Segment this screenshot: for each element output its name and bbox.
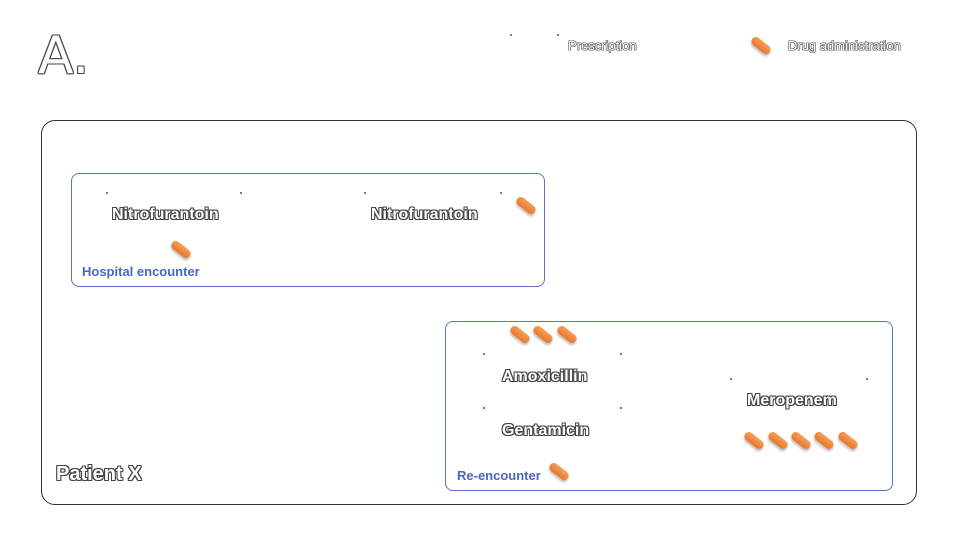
- prescription-marker: [106, 192, 108, 194]
- drug-meropenem: Meropenem: [747, 392, 837, 409]
- prescription-marker: [620, 353, 622, 355]
- re-encounter-box: [445, 321, 893, 491]
- legend-prescription-marker: [557, 34, 559, 36]
- legend-prescription-marker: [510, 34, 512, 36]
- prescription-marker: [500, 192, 502, 194]
- prescription-marker: [483, 353, 485, 355]
- legend-drug-administration-label: Drug administration: [788, 38, 901, 53]
- hospital-encounter-label: Hospital encounter: [82, 264, 200, 279]
- patient-box: [41, 120, 917, 505]
- panel-label: A.: [38, 26, 90, 86]
- prescription-marker: [620, 407, 622, 409]
- drug-nitrofurantoin-2: Nitrofurantoin: [371, 206, 478, 223]
- re-encounter-label: Re-encounter: [457, 468, 541, 483]
- drug-amoxicillin: Amoxicillin: [502, 368, 588, 385]
- drug-nitrofurantoin-1: Nitrofurantoin: [112, 206, 219, 223]
- prescription-marker: [483, 407, 485, 409]
- legend-prescription-label: Prescription: [568, 38, 637, 53]
- drug-gentamicin: Gentamicin: [502, 422, 590, 439]
- patient-label: Patient X: [56, 463, 142, 485]
- prescription-marker: [364, 192, 366, 194]
- prescription-marker: [866, 378, 868, 380]
- prescription-marker: [730, 378, 732, 380]
- hospital-encounter-box: [71, 173, 545, 287]
- prescription-marker: [240, 192, 242, 194]
